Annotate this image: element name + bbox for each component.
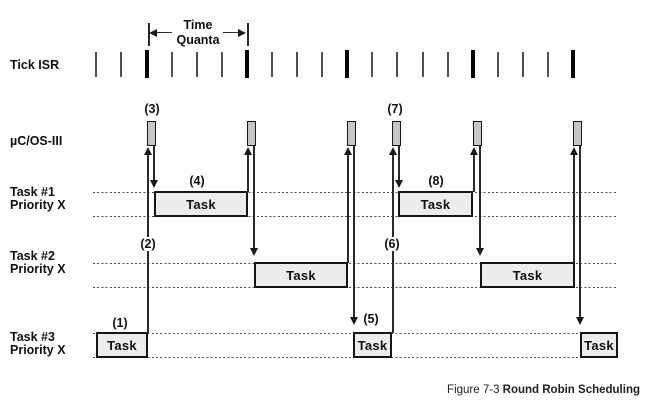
down-arrowhead-icon — [350, 317, 358, 325]
context-switch-down-line — [579, 146, 581, 318]
task-row-priority: Priority X — [10, 198, 66, 212]
task-run-box: Task — [254, 262, 348, 288]
time-quanta-label: Time Quanta — [176, 18, 219, 48]
task-run-box: Task — [154, 191, 248, 217]
tick-mark — [120, 52, 122, 77]
up-arrowhead-icon — [144, 147, 152, 155]
tick-mark — [522, 52, 524, 77]
task-run-box: Task — [353, 332, 392, 358]
context-switch-down-line — [153, 146, 155, 181]
annotation-label: (5) — [363, 312, 379, 326]
up-arrowhead-icon — [389, 147, 397, 155]
annotation-label: (1) — [112, 316, 128, 330]
context-switch-down-line — [253, 146, 255, 249]
annotation-label: (4) — [189, 174, 205, 188]
tick-mark — [296, 52, 298, 77]
task-row-priority: Priority X — [10, 262, 66, 276]
priority-dashed-line — [93, 192, 617, 194]
tick-mark — [95, 52, 97, 77]
priority-dashed-line — [93, 216, 617, 218]
quanta-boundary-left-bar — [148, 23, 150, 46]
context-switch-down-line — [398, 146, 400, 181]
figure-caption: Figure 7-3 Round Robin Scheduling — [447, 384, 640, 396]
down-arrowhead-icon — [395, 180, 403, 188]
down-arrowhead-icon — [476, 248, 484, 256]
time-quanta-line2: Quanta — [176, 33, 220, 47]
annotation-label: (6) — [382, 237, 402, 251]
context-switch-up-line — [247, 154, 249, 192]
down-arrowhead-icon — [150, 180, 158, 188]
tick-mark — [321, 52, 323, 77]
context-switch-down-line — [479, 146, 481, 249]
annotation-label: (2) — [138, 237, 158, 251]
task-row-priority: Priority X — [10, 343, 66, 357]
tick-mark — [396, 52, 398, 77]
tick-isr-label: Tick ISR — [10, 58, 60, 72]
up-arrowhead-icon — [570, 147, 578, 155]
tick-mark — [447, 52, 449, 77]
annotation-label: (8) — [428, 174, 444, 188]
context-switch-down-line — [353, 146, 355, 318]
task-run-box: Task — [480, 262, 575, 288]
task-row-name: Task #3 — [10, 330, 55, 344]
annotation-label: (3) — [144, 102, 160, 116]
task-run-box: Task — [398, 191, 473, 217]
scheduler-activation-rect — [347, 121, 356, 146]
context-switch-up-line — [347, 154, 349, 263]
kernel-label: µC/OS-III — [10, 134, 63, 148]
quanta-boundary-right-bar — [247, 23, 249, 46]
up-arrowhead-icon — [470, 147, 478, 155]
scheduler-activation-rect — [247, 121, 256, 146]
scheduler-activation-rect — [392, 121, 401, 146]
priority-dashed-line — [93, 287, 617, 289]
task-run-box: Task — [580, 332, 618, 358]
context-switch-up-line — [473, 154, 475, 192]
tick-mark — [422, 52, 424, 77]
task-row-name: Task #2 — [10, 249, 55, 263]
figure-caption-number: Figure 7-3 — [447, 384, 503, 396]
priority-dashed-line — [93, 263, 617, 265]
scheduler-activation-rect — [573, 121, 582, 146]
tick-mark — [547, 52, 549, 77]
down-arrowhead-icon — [576, 317, 584, 325]
tick-mark — [196, 52, 198, 77]
tick-mark-bold — [571, 50, 575, 78]
tick-mark-bold — [245, 50, 249, 78]
quanta-left-arrowhead-icon — [149, 29, 157, 37]
tick-mark — [497, 52, 499, 77]
task-row-name: Task #1 — [10, 185, 55, 199]
up-arrowhead-icon — [344, 147, 352, 155]
tick-mark-bold — [345, 50, 349, 78]
tick-mark — [371, 52, 373, 77]
tick-mark-bold — [145, 50, 149, 78]
context-switch-up-line — [573, 154, 575, 263]
up-arrowhead-icon — [244, 147, 252, 155]
scheduler-activation-rect — [473, 121, 482, 146]
figure-caption-title: Round Robin Scheduling — [502, 384, 640, 396]
tick-mark — [171, 52, 173, 77]
tick-mark — [271, 52, 273, 77]
quanta-left-arrow-line — [156, 32, 172, 34]
task-run-box: Task — [96, 332, 148, 358]
down-arrowhead-icon — [250, 248, 258, 256]
quanta-right-arrow-line — [223, 32, 239, 34]
tick-mark — [221, 52, 223, 77]
annotation-label: (7) — [387, 102, 403, 116]
tick-mark-bold — [471, 50, 475, 78]
quanta-right-arrowhead-icon — [238, 29, 246, 37]
time-quanta-line1: Time — [183, 18, 213, 32]
scheduler-activation-rect — [147, 121, 156, 146]
